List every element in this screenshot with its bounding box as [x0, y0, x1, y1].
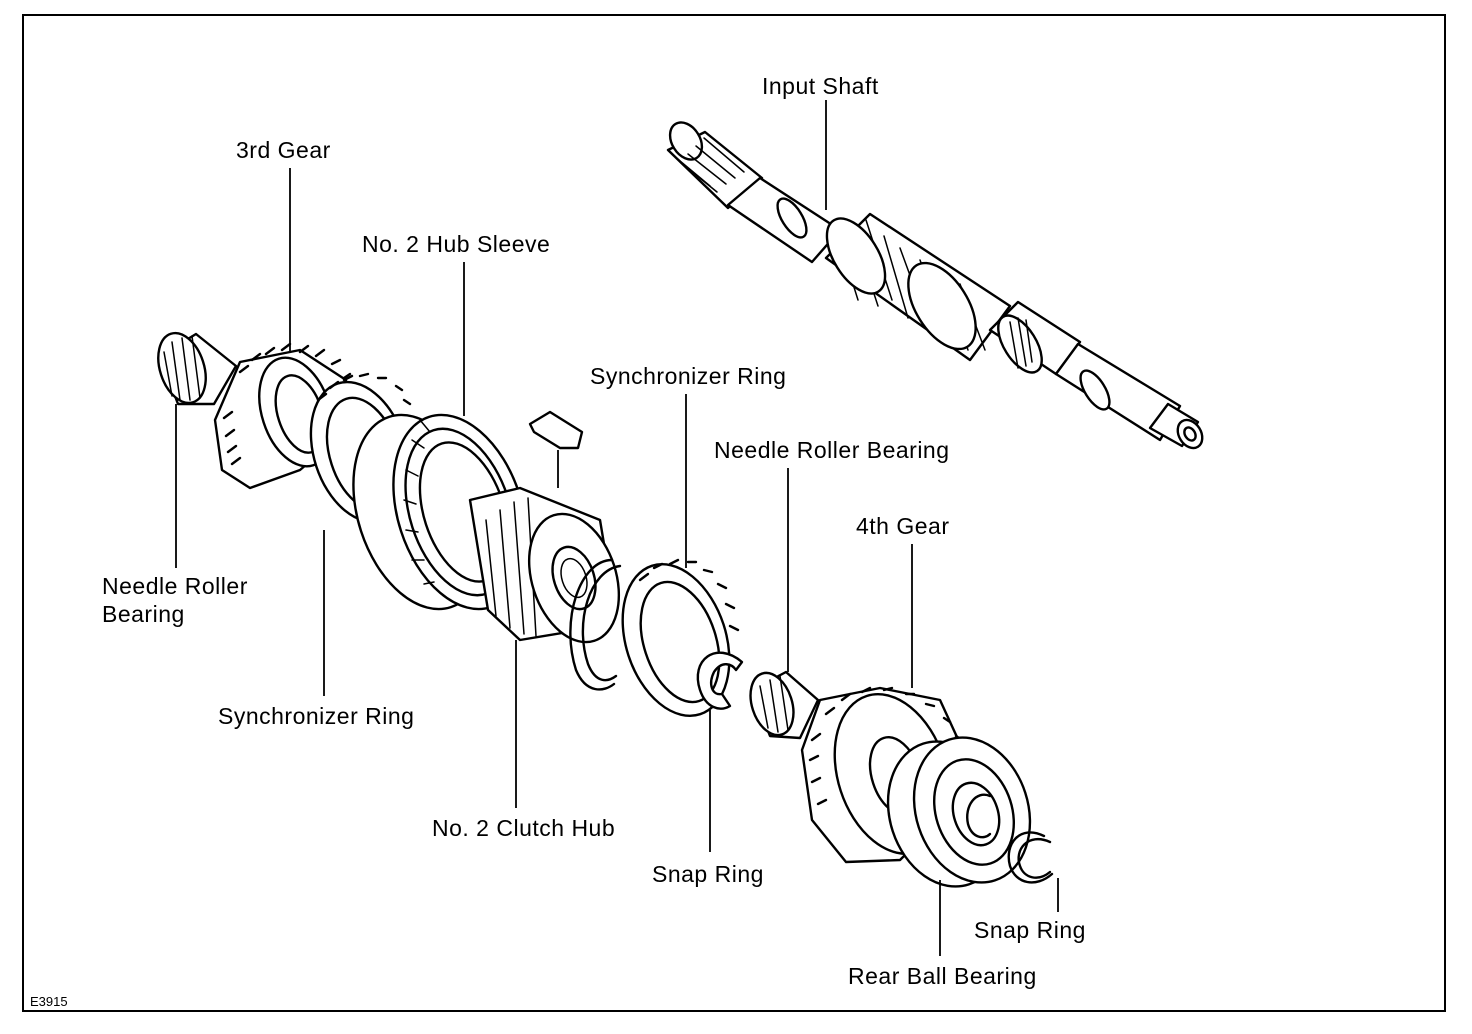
label-clutch-hub: No. 2 Clutch Hub — [432, 815, 616, 841]
needle-roller-bearing-right-part — [749, 670, 820, 740]
label-fourth-gear: 4th Gear — [856, 513, 950, 539]
label-input-shaft: Input Shaft — [762, 73, 879, 99]
label-snap-ring-right: Snap Ring — [974, 917, 1086, 943]
diagram-frame — [22, 14, 1446, 1012]
label-rear-ball-bearing: Rear Ball Bearing — [848, 963, 1037, 989]
rear-ball-bearing-part — [886, 736, 1032, 888]
snap-ring-middle-part — [696, 651, 744, 710]
label-hub-sleeve: No. 2 Hub Sleeve — [362, 231, 551, 257]
leader-lines — [175, 100, 1059, 956]
figure-code: E3915 — [30, 994, 68, 1009]
label-synchronizer-ring-top: Synchronizer Ring — [590, 363, 787, 389]
label-needle-roller-bearing-right: Needle Roller Bearing — [714, 437, 950, 463]
snap-ring-right-part — [1007, 831, 1054, 884]
label-snap-ring-middle: Snap Ring — [652, 861, 764, 887]
label-third-gear: 3rd Gear — [236, 137, 331, 163]
label-needle-roller-bearing-left: Needle Roller Bearing — [102, 573, 248, 627]
needle-roller-bearing-left-part — [157, 331, 238, 406]
wire-ring-part — [569, 558, 622, 691]
label-synchronizer-ring-bottom: Synchronizer Ring — [218, 703, 415, 729]
shifting-key-part — [528, 410, 584, 488]
input-shaft-part — [666, 121, 1204, 450]
clutch-hub-part — [468, 486, 621, 644]
